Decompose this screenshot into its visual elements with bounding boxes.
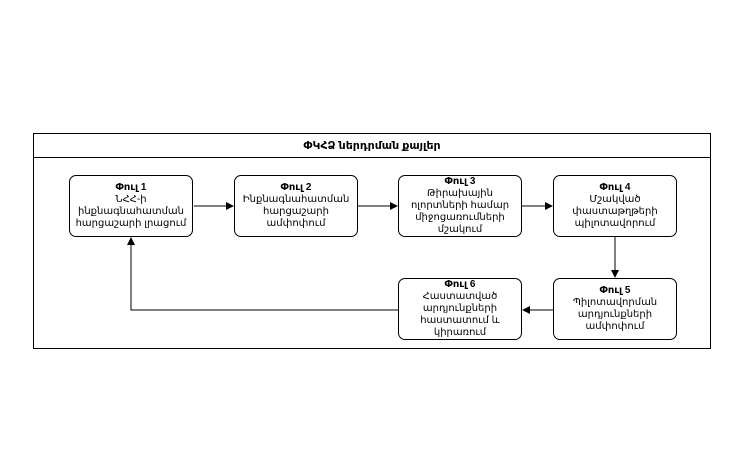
diagram-frame: ՓԿՀՁ ներդրման քայլեր — [33, 133, 711, 349]
step-1-box: Փուլ 1 ՆՀՀ-ի ինքնագնահատման հարցաշարի լր… — [69, 175, 193, 237]
step-6-text: Հաստատված արդյունքների հաստատում և կիրառ… — [420, 291, 500, 338]
step-5-title: Փուլ 5 — [599, 285, 631, 296]
step-3-box: Փուլ 3 Թիրախային ոլորտների համար միջոցառ… — [398, 175, 522, 237]
step-5-box: Փուլ 5 Պիլոտավորման արդյունքների ամփոփու… — [553, 278, 677, 340]
step-2-text: Ինքնագնահատման հարցաշարի ամփոփում — [242, 194, 350, 229]
step-1-title: Փուլ 1 — [115, 182, 147, 193]
step-2-title: Փուլ 2 — [280, 182, 312, 193]
step-4-box: Փուլ 4 Մշակված փաստաթղթերի պիլոտավորում — [553, 175, 677, 237]
step-5-text: Պիլոտավորման արդյունքների ամփոփում — [572, 297, 658, 332]
step-2-box: Փուլ 2 Ինքնագնահատման հարցաշարի ամփոփում — [234, 175, 358, 237]
step-4-title: Փուլ 4 — [599, 182, 631, 193]
step-3-title: Փուլ 3 — [444, 176, 476, 187]
step-6-title: Փուլ 6 — [444, 279, 476, 290]
step-3-text: Թիրախային ոլորտների համար միջոցառումների… — [410, 188, 510, 235]
step-4-text: Մշակված փաստաթղթերի պիլոտավորում — [572, 194, 658, 229]
diagram-title: ՓԿՀՁ ներդրման քայլեր — [34, 134, 710, 158]
step-1-text: ՆՀՀ-ի ինքնագնահատման հարցաշարի լրացում — [75, 194, 187, 229]
step-6-box: Փուլ 6 Հաստատված արդյունքների հաստատում … — [398, 278, 522, 340]
